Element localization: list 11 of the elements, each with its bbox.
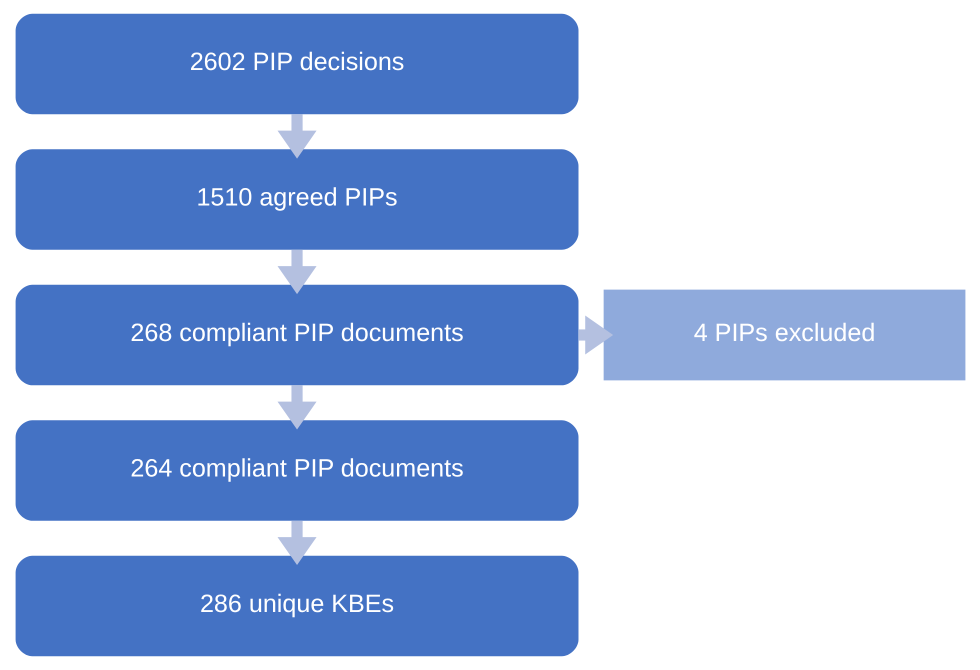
arrow [578,315,613,355]
arrow [277,114,316,159]
node-box: 2602 PIP decisions [15,14,578,114]
node-box: 4 PIPs excluded [603,290,965,380]
arrow [277,520,316,566]
node-box: 264 compliant PIP documents [15,420,578,521]
arrow [277,385,316,430]
node-box: 1510 agreed PIPs [15,149,578,250]
node-box: 268 compliant PIP documents [15,284,578,386]
arrow [277,250,316,294]
node-box: 286 unique KBEs [15,556,578,656]
